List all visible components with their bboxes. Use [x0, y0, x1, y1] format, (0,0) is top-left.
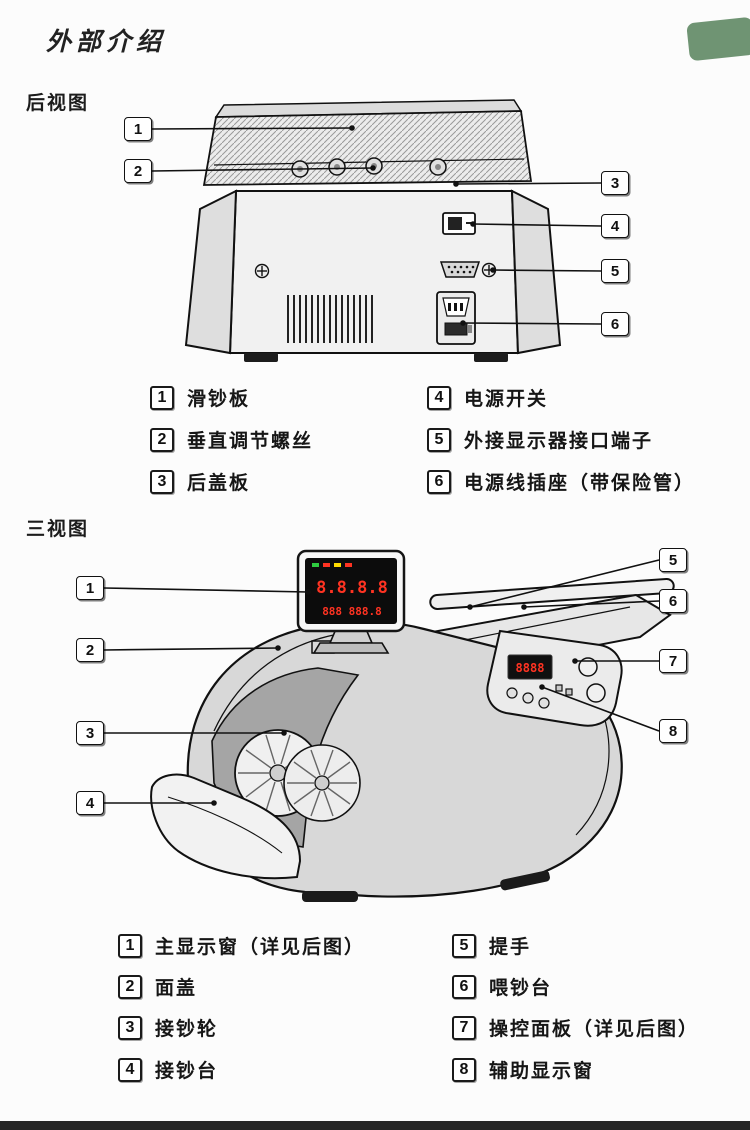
legend-rear-4: 4 电源开关 — [427, 384, 548, 411]
legend-numbox: 5 — [427, 427, 451, 452]
callout-rear-1: 1 — [124, 117, 152, 141]
callout-rear-5: 5 — [601, 259, 629, 283]
callout-rear-2: 2 — [124, 159, 152, 183]
legend-three-3: 3 接钞轮 — [118, 1014, 218, 1041]
callout-three-6: 6 — [659, 589, 687, 613]
legend-label: 滑钞板 — [187, 389, 251, 410]
page-title: 外部介绍 — [46, 28, 167, 56]
callout-three-4: 4 — [76, 791, 104, 815]
scan-artifact-mark — [686, 16, 750, 62]
callout-three-5: 5 — [659, 548, 687, 572]
legend-rear-2: 2 垂直调节螺丝 — [150, 426, 313, 453]
legend-three-5: 5 提手 — [452, 932, 531, 959]
legend-numbox: 3 — [118, 1015, 142, 1040]
three-view-heading: 三视图 — [26, 519, 90, 540]
machine-feet — [244, 353, 508, 362]
legend-rear-5: 5 外接显示器接口端子 — [427, 426, 653, 453]
vent-grille — [287, 295, 373, 343]
display-indicators — [312, 563, 352, 567]
legend-numbox: 4 — [118, 1057, 142, 1082]
rear-view-heading: 后视图 — [26, 93, 90, 114]
legend-three-8: 8 辅助显示窗 — [452, 1056, 594, 1083]
control-panel: 8888 — [486, 629, 623, 727]
auxiliary-display-digits: 8888 — [516, 661, 545, 675]
legend-three-1: 1 主显示窗（详见后图） — [118, 932, 365, 959]
callout-rear-4: 4 — [601, 214, 629, 238]
legend-rear-6: 6 电源线插座（带保险管） — [427, 468, 695, 495]
power-switch — [442, 212, 476, 235]
slide-plate — [202, 110, 533, 186]
panel-buttons — [506, 657, 606, 709]
receiving-tray — [150, 773, 302, 880]
legend-numbox: 2 — [118, 974, 142, 999]
power-socket — [436, 291, 476, 345]
legend-rear-3: 3 后盖板 — [150, 468, 250, 495]
legend-label: 接钞台 — [155, 1061, 219, 1082]
legend-label: 电源线插座（带保险管） — [464, 473, 696, 494]
rear-view-diagram — [151, 99, 602, 362]
legend-numbox: 1 — [150, 385, 174, 410]
legend-numbox: 8 — [452, 1057, 476, 1082]
legend-label: 主显示窗（详见后图） — [155, 937, 366, 958]
legend-numbox: 6 — [427, 469, 451, 494]
legend-numbox: 3 — [150, 469, 174, 494]
machine-feet — [302, 870, 550, 902]
three-leader-lines — [103, 559, 660, 806]
three-view-diagram: 8888 — [103, 549, 675, 902]
callout-three-8: 8 — [659, 719, 687, 743]
main-display: 8.8.8.8 888 888.8 — [296, 549, 406, 654]
callout-rear-3: 3 — [601, 171, 629, 195]
callout-three-1: 1 — [76, 576, 104, 600]
legend-numbox: 1 — [118, 933, 142, 958]
rear-leader-lines — [151, 125, 602, 326]
legend-rear-1: 1 滑钞板 — [150, 384, 250, 411]
counter-machine: 8888 — [150, 549, 675, 902]
legend-label: 垂直调节螺丝 — [187, 431, 314, 452]
footer-bar — [0, 1121, 750, 1130]
legend-three-4: 4 接钞台 — [118, 1056, 218, 1083]
legend-numbox: 6 — [452, 974, 476, 999]
main-display-digits: 8.8.8.8 — [316, 578, 388, 598]
legend-numbox: 5 — [452, 933, 476, 958]
callout-rear-6: 6 — [601, 312, 629, 336]
callout-three-2: 2 — [76, 638, 104, 662]
callout-three-7: 7 — [659, 649, 687, 673]
legend-numbox: 2 — [150, 427, 174, 452]
display-port — [439, 261, 481, 278]
legend-numbox: 4 — [427, 385, 451, 410]
legend-numbox: 7 — [452, 1015, 476, 1040]
legend-label: 电源开关 — [464, 389, 549, 410]
rear-machine — [184, 99, 562, 362]
callout-three-3: 3 — [76, 721, 104, 745]
panel-screws — [254, 262, 497, 279]
legend-label: 辅助显示窗 — [489, 1061, 595, 1082]
legend-three-7: 7 操控面板（详见后图） — [452, 1014, 699, 1041]
legend-label: 接钞轮 — [155, 1019, 219, 1040]
legend-label: 面盖 — [155, 978, 198, 999]
legend-three-2: 2 面盖 — [118, 973, 197, 1000]
main-display-subdigits: 888 888.8 — [322, 605, 382, 618]
legend-label: 外接显示器接口端子 — [464, 431, 654, 452]
legend-label: 提手 — [489, 937, 532, 958]
legend-label: 喂钞台 — [489, 978, 553, 999]
stacker-wheels — [234, 729, 361, 822]
legend-label: 后盖板 — [187, 473, 251, 494]
legend-three-6: 6 喂钞台 — [452, 973, 552, 1000]
auxiliary-display: 8888 — [507, 654, 553, 680]
legend-label: 操控面板（详见后图） — [489, 1019, 700, 1040]
